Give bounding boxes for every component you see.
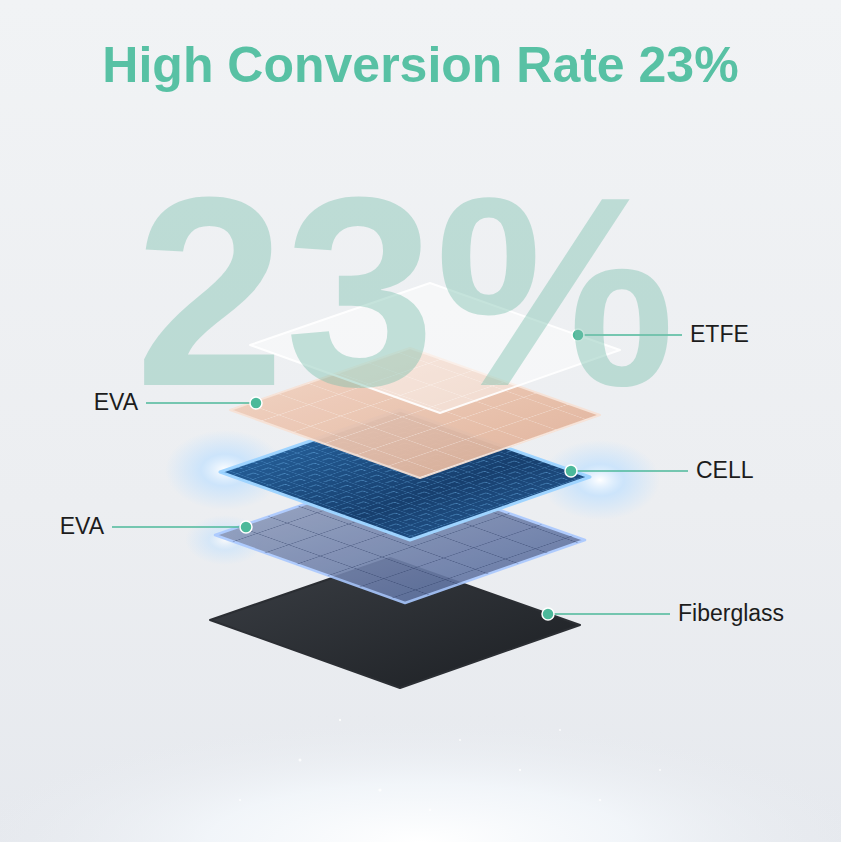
watermark-number: 23% — [135, 157, 675, 427]
layer-label: EVA — [60, 513, 104, 541]
diagram-title: High Conversion Rate 23% — [102, 38, 738, 93]
layer-label: CELL — [696, 457, 754, 485]
layer-label: EVA — [94, 389, 138, 417]
layer-label: ETFE — [690, 321, 749, 349]
layer-label: Fiberglass — [678, 600, 784, 628]
